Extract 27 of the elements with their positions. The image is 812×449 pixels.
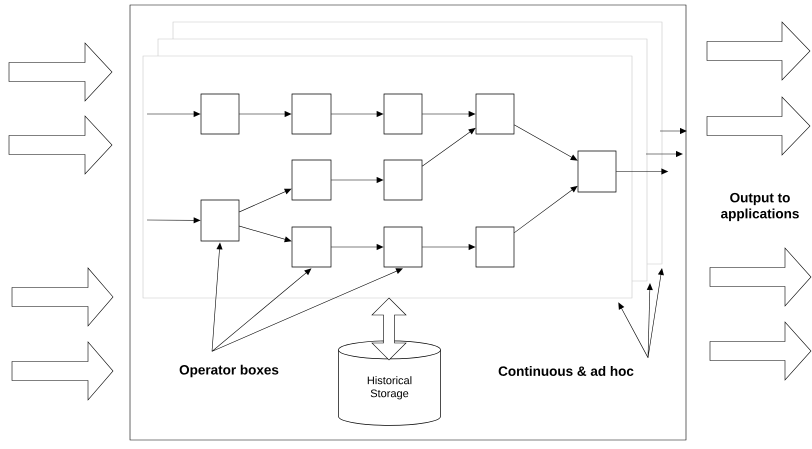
- block-arrow: [706, 21, 810, 81]
- operator-box: [292, 160, 332, 200]
- block-arrow: [710, 247, 812, 307]
- operator-box: [384, 160, 422, 200]
- block-arrow: [706, 96, 810, 156]
- operator-box: [476, 226, 514, 268]
- storage-cylinder: Historical Storage: [338, 340, 441, 426]
- leader-line: [212, 268, 403, 352]
- annotation-text: Continuous & ad hoc: [498, 366, 634, 376]
- block-arrow: [12, 267, 114, 327]
- double-block-arrow: [371, 298, 407, 360]
- operator-box: [476, 94, 514, 134]
- operator-box: [292, 94, 332, 134]
- leader-line: [646, 283, 653, 358]
- operator-box: [578, 150, 616, 192]
- operator-box: [384, 226, 422, 268]
- block-arrow: [8, 115, 112, 175]
- leader-line: [648, 268, 664, 358]
- annotation-text: Operator boxes: [180, 364, 278, 378]
- block-arrow: [710, 321, 812, 381]
- block-arrow: [8, 42, 112, 102]
- block-arrow: [12, 341, 114, 401]
- annotation-text: Output to applications: [721, 192, 799, 222]
- operator-box: [200, 94, 240, 134]
- operator-box: [292, 226, 332, 268]
- operator-box: [200, 200, 240, 242]
- operator-box: [384, 94, 422, 134]
